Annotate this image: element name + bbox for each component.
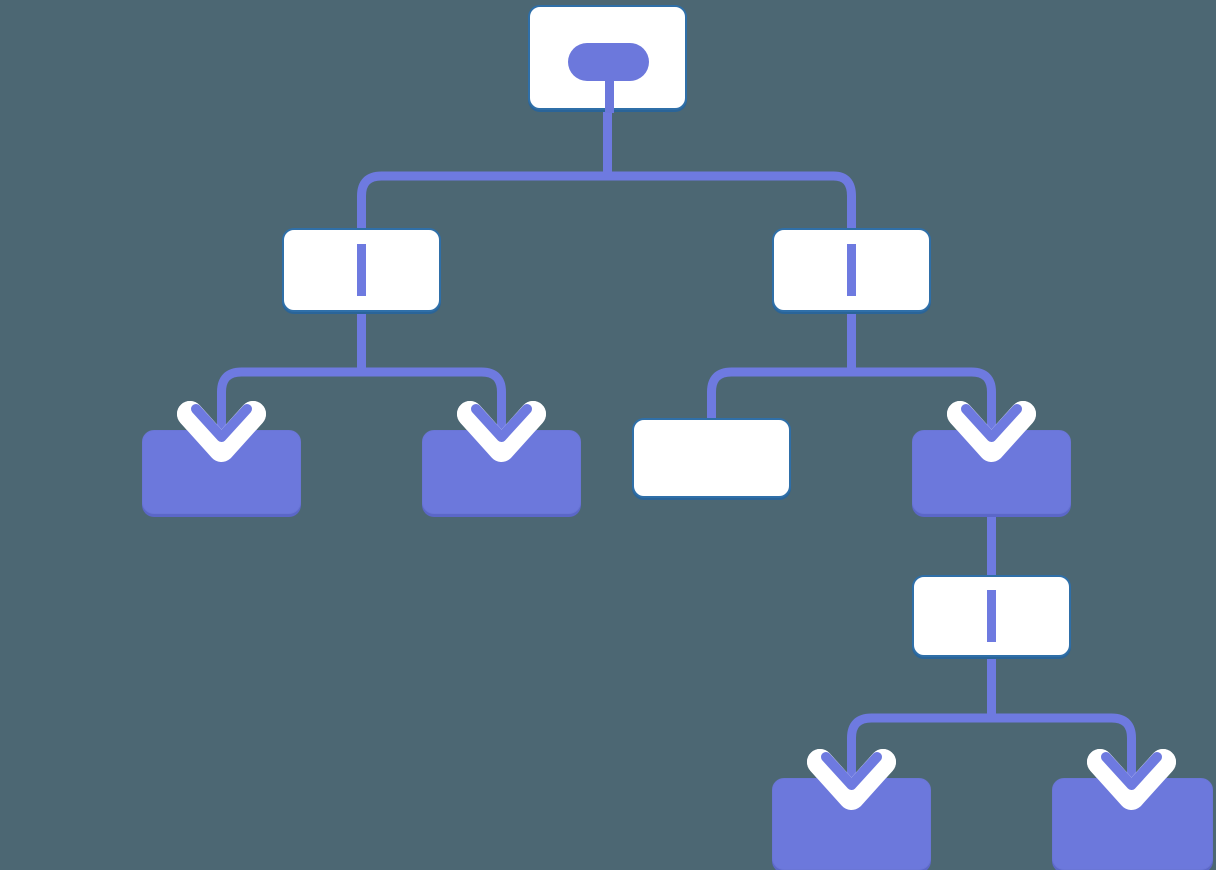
root-stem-marker xyxy=(605,75,614,113)
edge-root-to-level1 xyxy=(357,110,856,228)
node-n8[interactable] xyxy=(772,778,931,870)
node-n4[interactable] xyxy=(422,430,581,514)
edge-n2-to-level2 xyxy=(707,312,996,438)
edge-n7-to-level4 xyxy=(847,657,1136,786)
node-n3[interactable] xyxy=(142,430,301,514)
node-n1[interactable] xyxy=(282,228,441,312)
node-n5[interactable] xyxy=(632,418,791,498)
edge-n1-to-level2 xyxy=(217,312,506,438)
node-root[interactable] xyxy=(528,5,687,113)
node-n7[interactable] xyxy=(912,575,1071,657)
node-n6[interactable] xyxy=(912,430,1071,514)
node-n2[interactable] xyxy=(772,228,931,312)
node-n9[interactable] xyxy=(1052,778,1213,870)
root-pill-marker xyxy=(568,43,649,81)
